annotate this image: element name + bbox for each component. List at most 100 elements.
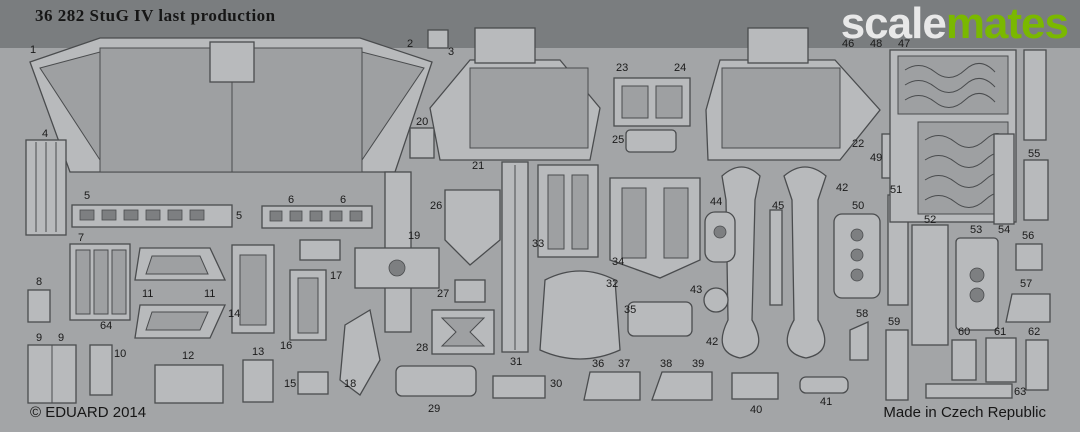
- part-number: 63: [1014, 386, 1027, 398]
- part-number: 36: [592, 358, 605, 370]
- part-number: 15: [284, 378, 297, 390]
- part-number: 7: [78, 232, 85, 244]
- part-11-frames: [134, 247, 227, 339]
- part-number: 32: [606, 278, 619, 290]
- part-45: [769, 209, 783, 306]
- part-25: [625, 129, 677, 153]
- part-number: 45: [772, 200, 785, 212]
- part-63: [925, 383, 1013, 399]
- part-number: 42: [836, 182, 849, 194]
- part-number: 23: [616, 62, 629, 74]
- part-number: 56: [1022, 230, 1035, 242]
- part-4-strip: [25, 139, 67, 236]
- part-21-fender: [429, 27, 601, 161]
- part-40: [731, 372, 779, 400]
- part-56: [1015, 243, 1043, 271]
- part-number: 58: [856, 308, 869, 320]
- part-number: 5: [236, 210, 243, 222]
- part-number: 5: [84, 190, 91, 202]
- part-number: 44: [710, 196, 723, 208]
- part-47-48-grille: [889, 49, 1017, 223]
- part-59: [885, 329, 909, 401]
- part-number: 34: [612, 256, 625, 268]
- part-number: 64: [100, 320, 113, 332]
- part-number: 26: [430, 200, 443, 212]
- part-30: [492, 375, 546, 399]
- part-32: [539, 270, 621, 360]
- part-5-strip: [71, 204, 233, 228]
- part-number: 17: [330, 270, 343, 282]
- made-in-text: Made in Czech Republic: [883, 404, 1046, 421]
- part-number: 39: [692, 358, 705, 370]
- part-58: [849, 320, 869, 361]
- part-17: [299, 239, 341, 261]
- part-number: 6: [340, 194, 347, 206]
- part-43: [703, 287, 729, 313]
- part-57: [1005, 293, 1051, 323]
- part-number: 6: [288, 194, 295, 206]
- part-number: 12: [182, 350, 195, 362]
- part-6-strip: [261, 205, 373, 229]
- copyright-text: © EDUARD 2014: [30, 404, 147, 421]
- part-number: 18: [344, 378, 357, 390]
- part-31: [501, 161, 529, 353]
- part-number: 1: [30, 44, 37, 56]
- part-number: 11: [142, 288, 154, 300]
- part-number: 10: [114, 348, 127, 360]
- part-number: 37: [618, 358, 631, 370]
- part-34: [609, 177, 701, 279]
- part-23-24: [613, 77, 691, 127]
- part-number: 57: [1020, 278, 1033, 290]
- part-13: [242, 359, 274, 403]
- part-number: 55: [1028, 148, 1041, 160]
- part-number: 14: [228, 308, 241, 320]
- part-number: 51: [890, 184, 903, 196]
- brand-part-1: scale: [840, 0, 947, 48]
- part-36-37: [583, 371, 641, 401]
- part-16: [289, 269, 327, 341]
- part-33: [537, 164, 599, 258]
- part-9: [27, 344, 77, 404]
- part-number: 43: [690, 284, 703, 296]
- part-14: [231, 244, 275, 334]
- part-number: 8: [36, 276, 43, 288]
- part-number: 25: [612, 134, 625, 146]
- part-number: 27: [437, 288, 450, 300]
- part-number: 61: [994, 326, 1007, 338]
- part-8: [27, 289, 51, 323]
- brand-part-2: mates: [945, 0, 1069, 48]
- part-28: [431, 309, 495, 355]
- part-number: 52: [924, 214, 937, 226]
- part-number: 46: [842, 38, 855, 50]
- part-35: [627, 301, 693, 337]
- part-2-3: [427, 29, 449, 49]
- part-52: [911, 224, 949, 346]
- part-number: 41: [820, 396, 833, 408]
- part-number: 60: [958, 326, 971, 338]
- part-26: [444, 189, 501, 266]
- part-number: 4: [42, 128, 49, 140]
- part-number: 16: [280, 340, 293, 352]
- part-20: [409, 127, 435, 159]
- part-12: [154, 364, 224, 404]
- part-number: 29: [428, 403, 441, 415]
- part-15: [297, 371, 329, 395]
- part-number: 3: [448, 46, 455, 58]
- part-number: 2: [407, 38, 414, 50]
- part-number: 38: [660, 358, 673, 370]
- part-1-fender: [29, 37, 433, 173]
- part-number: 35: [624, 304, 637, 316]
- part-number: 13: [252, 346, 265, 358]
- part-44: [704, 211, 736, 263]
- part-number: 48: [870, 38, 883, 50]
- part-61: [985, 337, 1017, 383]
- part-53: [955, 237, 999, 331]
- part-number: 33: [532, 238, 545, 250]
- part-number: 9: [36, 332, 43, 344]
- part-7-grid: [69, 243, 131, 321]
- part-number: 24: [674, 62, 687, 74]
- part-27: [454, 279, 486, 303]
- part-62: [1025, 339, 1049, 391]
- part-50: [833, 213, 881, 299]
